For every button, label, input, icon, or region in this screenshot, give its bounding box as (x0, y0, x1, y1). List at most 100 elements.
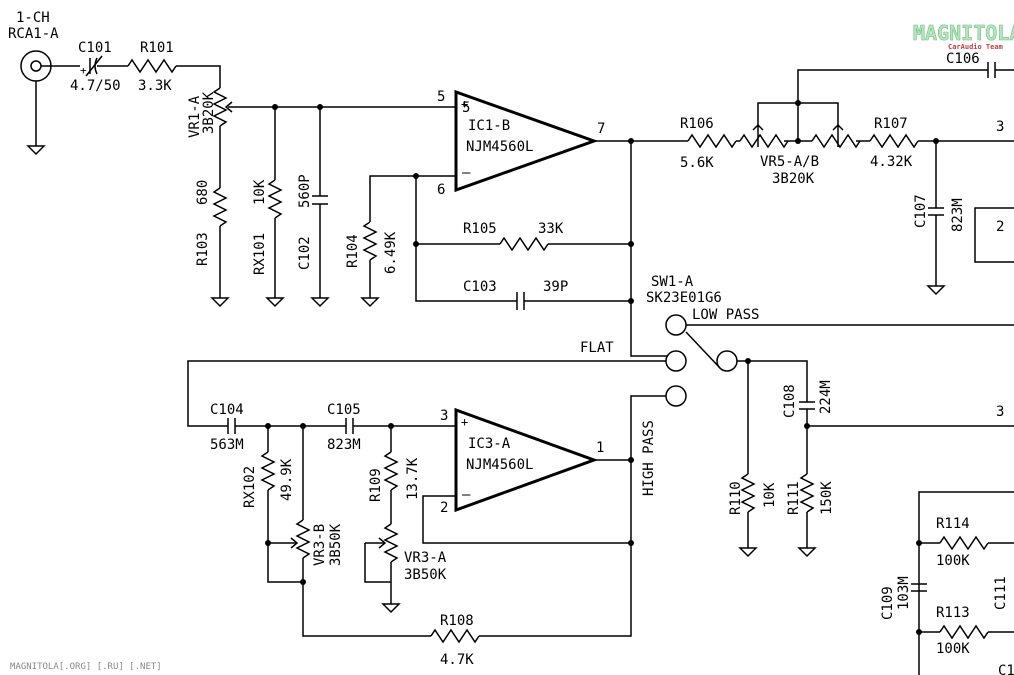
switch-ref: SW1-A (651, 274, 694, 290)
input-channel-label: 1-CH (16, 10, 50, 26)
svg-text:+: + (80, 64, 87, 77)
svg-text:RX101: RX101 (252, 233, 268, 275)
svg-text:103M: 103M (896, 576, 912, 610)
svg-text:R111: R111 (786, 481, 802, 515)
resistor-r109: R109 13.7K (368, 451, 421, 502)
resistor-r106: R106 5.6K (680, 116, 737, 171)
pin-3-top: 3 (996, 119, 1004, 135)
watermark: MAGNITOLA[.ORG] [.RU] [.NET] (10, 662, 162, 672)
switch-low-pass-label: LOW PASS (692, 307, 759, 323)
ic1-pin-plus: 5 (437, 89, 445, 105)
svg-text:NJM4560L: NJM4560L (466, 139, 533, 155)
potentiometer-vr3a: VR3-A 3B50K (365, 523, 447, 583)
resistor-rx101: 10K RX101 (252, 179, 283, 275)
resistor-r114: R114 100K (936, 516, 989, 569)
svg-text:100K: 100K (936, 641, 970, 657)
switch-flat-label: FLAT (580, 340, 614, 356)
svg-text:10K: 10K (762, 482, 778, 508)
ic3-pin-plus: 3 (440, 408, 448, 424)
ground-symbol (310, 297, 330, 308)
ground-symbol (738, 547, 758, 558)
input-connector-label: RCA1-A (8, 26, 59, 42)
capacitor-c104: C104 563M (210, 402, 244, 453)
svg-text:3B50K: 3B50K (328, 523, 344, 566)
svg-text:VR3-A: VR3-A (404, 550, 447, 566)
svg-text:C102: C102 (297, 236, 313, 270)
svg-text:6.49K: 6.49K (383, 231, 399, 274)
svg-text:R109: R109 (368, 468, 384, 502)
svg-text:R110: R110 (728, 481, 744, 515)
svg-text:+: + (461, 415, 468, 429)
svg-text:100K: 100K (936, 553, 970, 569)
svg-text:3.3K: 3.3K (138, 78, 172, 94)
capacitor-c107: C107 823M (913, 194, 966, 232)
pin-c1-bottom: C1 (998, 663, 1014, 675)
capacitor-c106: C106 (946, 51, 996, 78)
svg-text:33K: 33K (538, 221, 564, 237)
svg-text:3B50K: 3B50K (404, 567, 447, 583)
capacitor-c109: C109 103M (880, 576, 927, 620)
svg-text:R107: R107 (874, 116, 908, 132)
svg-text:C109: C109 (880, 586, 896, 620)
svg-text:CarAudio Team: CarAudio Team (948, 43, 1003, 51)
svg-text:VR3-B: VR3-B (312, 524, 328, 566)
svg-text:823M: 823M (327, 437, 361, 453)
svg-text:3B20K: 3B20K (772, 171, 815, 187)
svg-text:R108: R108 (440, 613, 474, 629)
resistor-r113: R113 100K (936, 605, 989, 657)
resistor-r101: R101 3.3K (127, 40, 177, 94)
svg-text:VR1-A: VR1-A (187, 95, 203, 138)
magnitola-logo: MAGNITOLA CarAudio Team (913, 21, 1014, 51)
ground-symbol (360, 297, 380, 308)
ground-symbol (26, 145, 46, 156)
ic3-pin-minus: 2 (440, 500, 448, 516)
svg-text:563M: 563M (210, 437, 244, 453)
svg-text:R114: R114 (936, 516, 970, 532)
capacitor-c105: C105 823M (327, 402, 361, 453)
capacitor-c108: C108 224M (782, 380, 834, 418)
svg-text:R101: R101 (140, 40, 174, 56)
svg-text:R104: R104 (345, 234, 361, 268)
resistor-rx102: RX102 49.9K (242, 451, 295, 508)
svg-text:R106: R106 (680, 116, 714, 132)
svg-text:R113: R113 (936, 605, 970, 621)
svg-text:39P: 39P (543, 279, 568, 295)
svg-text:NJM4560L: NJM4560L (466, 457, 533, 473)
svg-text:150K: 150K (819, 481, 835, 515)
switch-part: SK23E01G6 (646, 290, 722, 306)
ground-symbol (210, 297, 230, 308)
svg-text:–: – (462, 487, 471, 503)
switch-high-pass-label: HIGH PASS (641, 420, 657, 496)
svg-text:+: + (461, 97, 468, 111)
resistor-r108: R108 4.7K (430, 613, 480, 668)
resistor-r103: 680 R103 (195, 180, 228, 266)
svg-text:823M: 823M (950, 198, 966, 232)
resistor-r104: R104 6.49K (345, 221, 399, 274)
svg-text:224M: 224M (818, 380, 834, 414)
resistor-r105: R105 33K (463, 221, 564, 252)
svg-text:RX102: RX102 (242, 466, 258, 508)
ground-symbol (926, 285, 946, 296)
capacitor-c111-label: C111 (993, 576, 1009, 610)
pin-2-top: 2 (996, 219, 1004, 235)
svg-text:C108: C108 (782, 384, 798, 418)
ic1-pin-out: 7 (597, 121, 605, 137)
svg-text:4.7/50: 4.7/50 (70, 78, 121, 94)
capacitor-c103: C103 39P (463, 279, 568, 310)
opamp-ic3: + – IC3-A NJM4560L (454, 407, 599, 513)
pin-3-mid: 3 (996, 404, 1004, 420)
svg-text:3B20K: 3B20K (201, 91, 217, 134)
resistor-r111: R111 150K (786, 473, 835, 515)
capacitor-c101: C101 + 4.7/50 (70, 40, 121, 94)
svg-text:C101: C101 (78, 40, 112, 56)
svg-text:MAGNITOLA: MAGNITOLA (913, 21, 1014, 45)
svg-text:5.6K: 5.6K (680, 155, 714, 171)
capacitor-c102: 560P C102 (297, 174, 328, 270)
ic3-pin-out: 1 (596, 440, 604, 456)
svg-text:13.7K: 13.7K (405, 457, 421, 500)
switch-sw1 (665, 314, 738, 407)
ground-symbol (381, 603, 401, 614)
resistor-r110: R110 10K (728, 473, 778, 515)
svg-text:4.7K: 4.7K (440, 652, 474, 668)
